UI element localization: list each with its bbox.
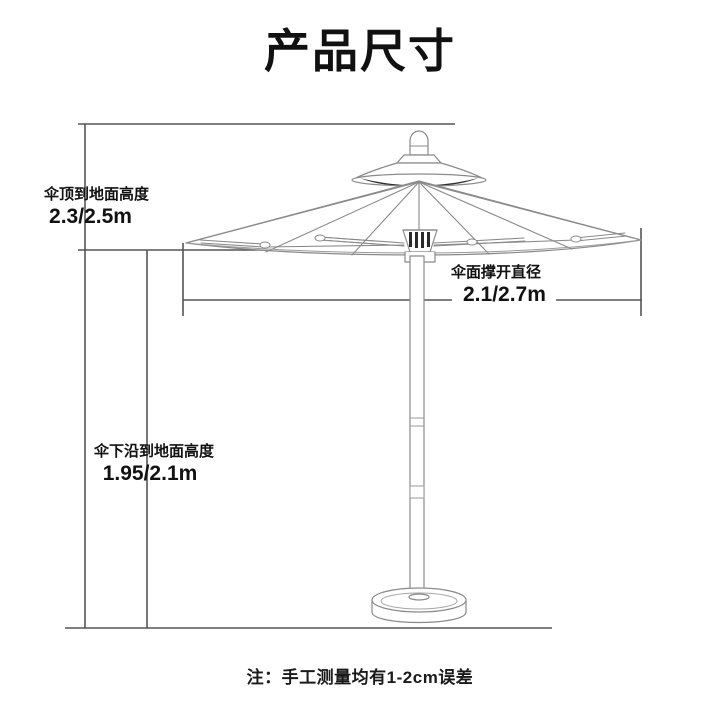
- base: [371, 587, 467, 624]
- strut-joints: [259, 234, 582, 249]
- pole-joints: [409, 417, 425, 499]
- diameter-value: 2.1/2.7m: [457, 282, 552, 308]
- measurement-note: 注：手工测量均有1-2cm误差: [246, 668, 474, 687]
- dimension-label-bottom-height: 伞下沿到地面高度 1.95/2.1m: [94, 443, 214, 487]
- bottom-height-caption: 伞下沿到地面高度: [94, 443, 215, 460]
- top-collar: [396, 154, 442, 164]
- pole: [409, 255, 425, 609]
- support-struts: [263, 236, 577, 248]
- page-title: 产品尺寸: [264, 25, 456, 77]
- top-height-value: 2.3/2.5m: [49, 205, 132, 229]
- bottom-height-value: 1.95/2.1m: [102, 462, 198, 486]
- dimension-lines: [65, 123, 642, 629]
- dimension-label-top-height: 伞顶到地面高度 2.3/2.5m: [44, 186, 149, 230]
- diameter-caption: 伞面撑开直径: [451, 264, 542, 281]
- dimension-label-diameter: 伞面撑开直径 2.1/2.7m: [451, 264, 552, 308]
- top-height-caption: 伞顶到地面高度: [44, 186, 150, 203]
- canopy-vent-shadow: [360, 178, 478, 186]
- finial: [409, 130, 429, 156]
